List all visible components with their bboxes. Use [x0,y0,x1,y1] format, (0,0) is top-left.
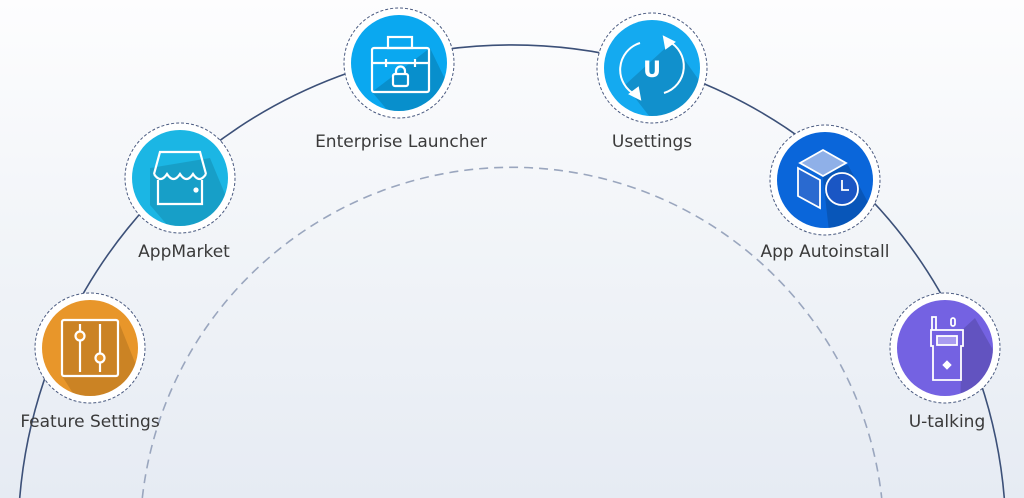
node-feature-settings[interactable] [34,292,150,420]
outer-arc [18,44,1006,498]
node-circle[interactable] [132,130,228,226]
node-enterprise-launcher[interactable] [343,7,460,125]
node-circle[interactable] [604,20,700,116]
sliders-icon [60,318,120,378]
node-circle[interactable] [42,300,138,396]
node-label-enterprise-launcher: Enterprise Launcher [315,132,487,152]
node-label-u-talking: U-talking [908,412,986,432]
node-usettings[interactable]: U [596,12,720,130]
node-circle[interactable] [897,300,993,396]
walkie-talkie-icon [930,316,964,381]
node-u-talking[interactable] [889,292,1010,410]
node-label-feature-settings: Feature Settings [20,412,160,432]
node-app-autoinstall[interactable] [769,124,881,240]
storefront-icon [152,150,208,206]
sync-u-icon: U [619,35,685,101]
node-label-appmarket: AppMarket [138,242,230,262]
locked-briefcase-icon [370,35,431,94]
node-appmarket[interactable] [124,122,240,240]
node-label-app-autoinstall: App Autoinstall [760,242,890,262]
svg-text:U: U [643,58,661,83]
box-clock-icon [797,148,859,210]
node-label-usettings: Usettings [611,132,693,152]
inner-dashed-arc [141,166,883,498]
